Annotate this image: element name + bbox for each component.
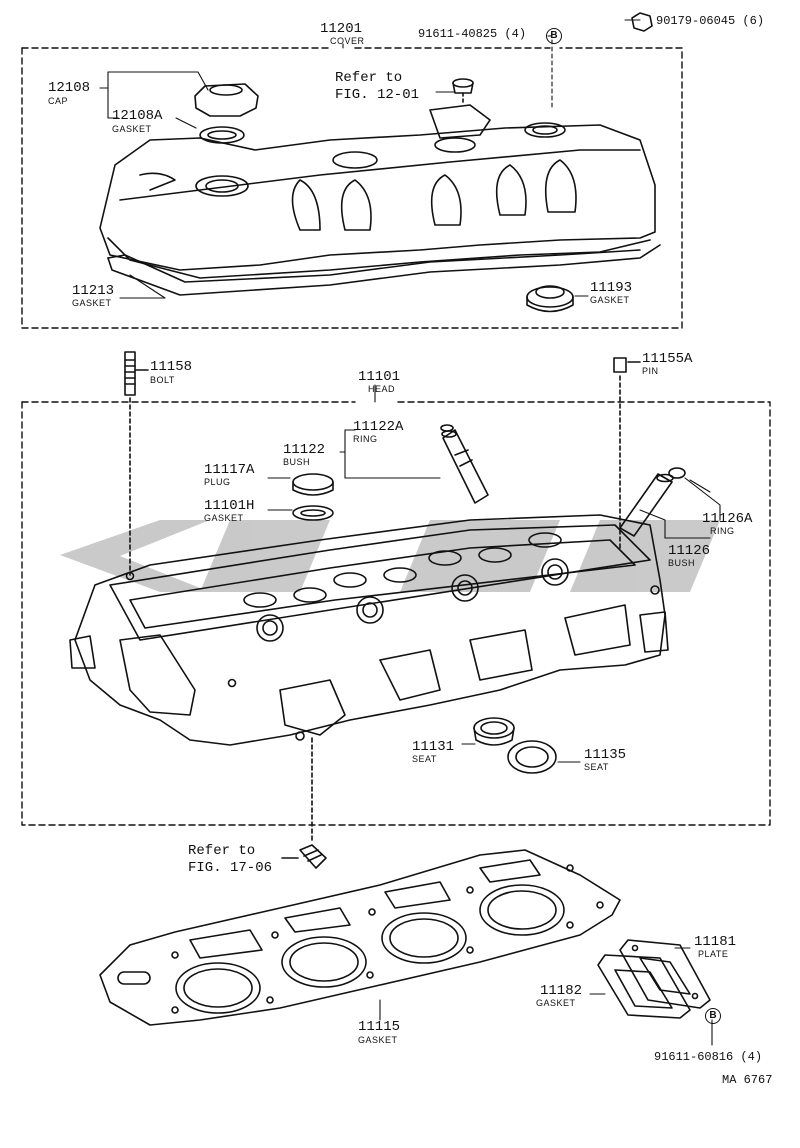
callout-head-name: HEAD: [368, 384, 396, 394]
callout-cover-gasket-name: GASKET: [72, 298, 112, 308]
callout-ring-name: RING: [353, 434, 378, 444]
callout-cover-name: COVER: [330, 36, 365, 46]
callout-head-number: 11101: [358, 369, 401, 385]
spark-plug-tube-gasket: [526, 285, 574, 313]
callout-seat2-name: SEAT: [584, 762, 609, 772]
callout-ring-number: 11122A: [353, 419, 404, 435]
ref-top-line1: Refer to: [335, 70, 403, 86]
callout-bush2-name: BUSH: [668, 558, 696, 568]
callout-pin-number: 11155A: [642, 351, 693, 367]
head-group-frame: [21, 401, 771, 826]
nut: [631, 12, 653, 32]
callout-bolt-number: 11158: [150, 359, 193, 375]
leader-lines-mid: [267, 429, 711, 539]
callout-head-gasket-number: 11115: [358, 1019, 401, 1035]
callout-bolt-bottom-number: 91611-60816 (4): [654, 1050, 763, 1064]
callout-cap-number: 12108: [48, 80, 91, 96]
callout-seat2-number: 11135: [584, 747, 627, 763]
callout-plug-number: 11117A: [204, 462, 255, 478]
callout-cover-gasket-number: 11213: [72, 283, 115, 299]
callout-head-gasket-name: GASKET: [358, 1035, 398, 1045]
callout-cap-gasket-number: 12108A: [112, 108, 163, 124]
cover-group-frame: [21, 47, 683, 329]
cover-gasket: [107, 244, 661, 296]
callout-cap-gasket-name: GASKET: [112, 124, 152, 134]
callout-pin-name: PIN: [642, 366, 659, 376]
valve-guide-ring: [440, 424, 454, 432]
plug-cup: [292, 473, 334, 496]
callout-bush-name: BUSH: [283, 457, 311, 467]
callout-bolt-top-number: 91611-40825 (4): [418, 27, 527, 41]
cover-plate-gasket: [597, 954, 691, 1019]
callout-bush2-number: 11126: [668, 543, 711, 559]
callout-plate-gasket-number: 11182: [540, 983, 583, 999]
callout-ring2-number: 11126A: [702, 511, 753, 527]
callout-plug-gasket-number: 11193: [590, 280, 633, 296]
ref-bottom-line1: Refer to: [188, 843, 256, 859]
cover-plate: [619, 939, 711, 1009]
drain-plug: [281, 737, 327, 869]
callout-cover-number: 11201: [320, 21, 363, 37]
dowel-pin: [613, 357, 641, 549]
plug-gasket: [292, 505, 334, 521]
callout-ring2-name: RING: [710, 526, 735, 536]
circle-b-marker-top: B: [546, 26, 562, 44]
ref-top-line2: FIG. 12-01: [335, 87, 420, 103]
callout-plug-gasket-name: GASKET: [590, 295, 630, 305]
valve-seat-2: [507, 740, 557, 774]
callout-plate-number: 11181: [694, 934, 737, 950]
figure-code: MA 6767: [722, 1073, 773, 1087]
cover-bolt: [452, 78, 474, 106]
valve-cover: [99, 104, 656, 279]
valve-guide-ring-2: [668, 467, 686, 479]
callout-plug-gasket2-number: 11101H: [204, 498, 255, 514]
callout-nut-number: 90179-06045 (6): [656, 14, 765, 28]
leader-lines-bottom: [589, 947, 713, 1046]
callout-seat1-number: 11131: [412, 739, 455, 755]
callout-bolt-name: BOLT: [150, 375, 175, 385]
callout-plate-name: PLATE: [698, 949, 729, 959]
cylinder-head: [69, 514, 669, 746]
cap-gasket: [199, 126, 245, 144]
valve-guide-bush: [441, 429, 489, 504]
valve-seat-1: [473, 717, 515, 746]
callout-seat1-name: SEAT: [412, 754, 437, 764]
oil-filler-cap: [194, 83, 259, 117]
callout-bush-number: 11122: [283, 442, 326, 458]
circle-b-marker-bottom: B: [705, 1006, 721, 1024]
leader-lines-top: [99, 19, 641, 299]
callout-plug-gasket2-name: GASKET: [204, 513, 244, 523]
callout-plug-name: PLUG: [204, 477, 231, 487]
head-bolt: [124, 351, 149, 576]
callout-cap-name: CAP: [48, 96, 69, 106]
cylinder-head-gasket: [99, 849, 621, 1026]
callout-plate-gasket-name: GASKET: [536, 998, 576, 1008]
ref-bottom-line2: FIG. 17-06: [188, 860, 273, 876]
